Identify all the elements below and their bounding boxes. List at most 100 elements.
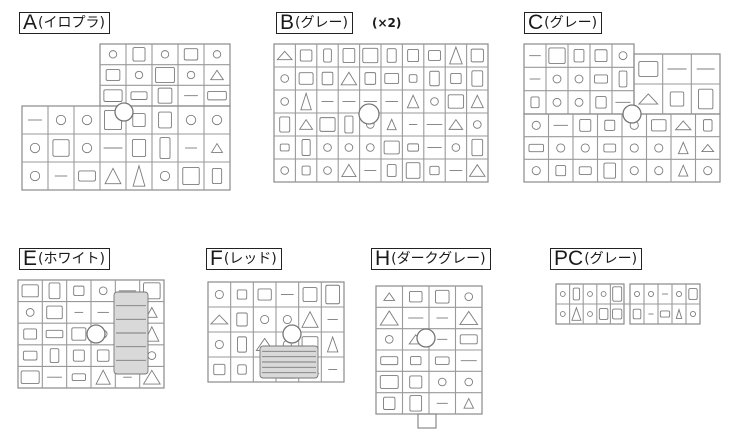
part-outline: [298, 118, 314, 130]
part-outline: [595, 96, 607, 109]
part-outline: [434, 356, 450, 365]
part-outline: [464, 292, 474, 301]
part-outline: [321, 71, 334, 86]
runner-diagram-a: [21, 43, 231, 191]
part-outline: [45, 329, 64, 339]
part-outline: [134, 70, 144, 80]
part-outline: [451, 143, 461, 152]
part-outline: [183, 48, 199, 61]
part-outline: [383, 292, 396, 301]
part-outline: [325, 284, 340, 305]
part-outline: [675, 308, 683, 319]
part-outline: [213, 363, 226, 376]
part-outline: [556, 143, 566, 153]
part-outline: [650, 119, 667, 132]
runner-letter: A: [23, 11, 38, 34]
part-outline: [580, 143, 590, 153]
part-outline: [157, 87, 173, 104]
part-outline: [212, 50, 222, 59]
runner-diagram-e: [17, 279, 165, 389]
part-outline: [81, 142, 93, 154]
part-outline: [55, 114, 67, 126]
runner-color: (イロプラ): [38, 15, 105, 31]
part-outline: [572, 287, 581, 301]
part-outline: [132, 113, 146, 127]
part-outline: [301, 165, 311, 176]
part-outline: [236, 312, 248, 327]
part-outline: [612, 308, 623, 320]
part-outline: [209, 69, 225, 81]
part-outline: [579, 118, 592, 132]
runner-label-a: A (イロプラ): [19, 12, 110, 34]
part-outline: [688, 288, 698, 300]
part-outline: [21, 284, 39, 298]
part-outline: [214, 339, 224, 350]
part-outline: [280, 74, 290, 83]
part-outline: [73, 285, 85, 296]
part-outline: [648, 291, 654, 297]
part-outline: [471, 138, 484, 157]
part-outline: [674, 120, 692, 131]
runner-color: (ダークグレー): [391, 251, 486, 267]
part-outline: [618, 70, 628, 88]
part-outline: [578, 166, 592, 175]
runner-color: (グレー): [584, 251, 638, 267]
part-outline: [71, 327, 87, 341]
part-outline: [574, 74, 584, 84]
part-outline: [459, 310, 479, 325]
runner-label-c: C (グレー): [524, 12, 603, 34]
runner-color: (ホワイト): [38, 251, 105, 267]
part-outline: [618, 51, 628, 61]
part-outline: [46, 305, 63, 320]
part-outline: [341, 163, 357, 177]
part-outline: [185, 114, 197, 126]
part-outline: [214, 289, 224, 300]
part-outline: [629, 143, 639, 153]
runner-hub: [282, 324, 302, 344]
part-outline: [531, 120, 541, 130]
part-outline: [20, 370, 40, 384]
part-outline: [676, 291, 682, 297]
part-outline: [468, 163, 486, 177]
part-outline: [383, 396, 396, 410]
part-outline: [326, 335, 339, 353]
part-outline: [132, 164, 146, 187]
part-outline: [409, 290, 423, 303]
part-outline: [600, 291, 607, 297]
part-outline: [408, 74, 418, 83]
part-outline: [210, 142, 224, 153]
runner-hub: [358, 103, 380, 125]
part-outline: [78, 170, 96, 182]
runner-frame: [523, 43, 635, 115]
part-outline: [158, 111, 172, 129]
runner-diagram-h: [375, 285, 483, 429]
part-outline: [654, 143, 664, 153]
part-outline: [280, 97, 290, 106]
runner-label-b: B (グレー): [276, 12, 353, 34]
part-outline: [386, 48, 397, 63]
part-outline: [323, 143, 332, 152]
part-outline: [96, 349, 110, 362]
part-outline: [48, 282, 61, 300]
part-outline: [98, 286, 108, 296]
part-outline: [405, 162, 421, 179]
part-outline: [159, 137, 171, 159]
part-outline: [530, 96, 540, 109]
part-outline: [105, 69, 121, 81]
runner-color: (グレー): [544, 15, 598, 31]
part-outline: [299, 49, 313, 62]
part-outline: [147, 351, 157, 360]
part-outline: [429, 70, 440, 87]
part-outline: [143, 282, 161, 300]
runner-letter: H: [375, 247, 391, 270]
part-outline: [280, 166, 290, 175]
part-outline: [384, 335, 394, 344]
part-outline: [654, 166, 664, 176]
runner-letter: E: [23, 247, 38, 270]
runner-letter: F: [210, 247, 223, 270]
part-outline: [528, 143, 545, 153]
part-outline: [364, 72, 377, 85]
part-outline: [49, 348, 60, 363]
part-outline: [559, 311, 566, 317]
part-outline: [319, 117, 336, 132]
